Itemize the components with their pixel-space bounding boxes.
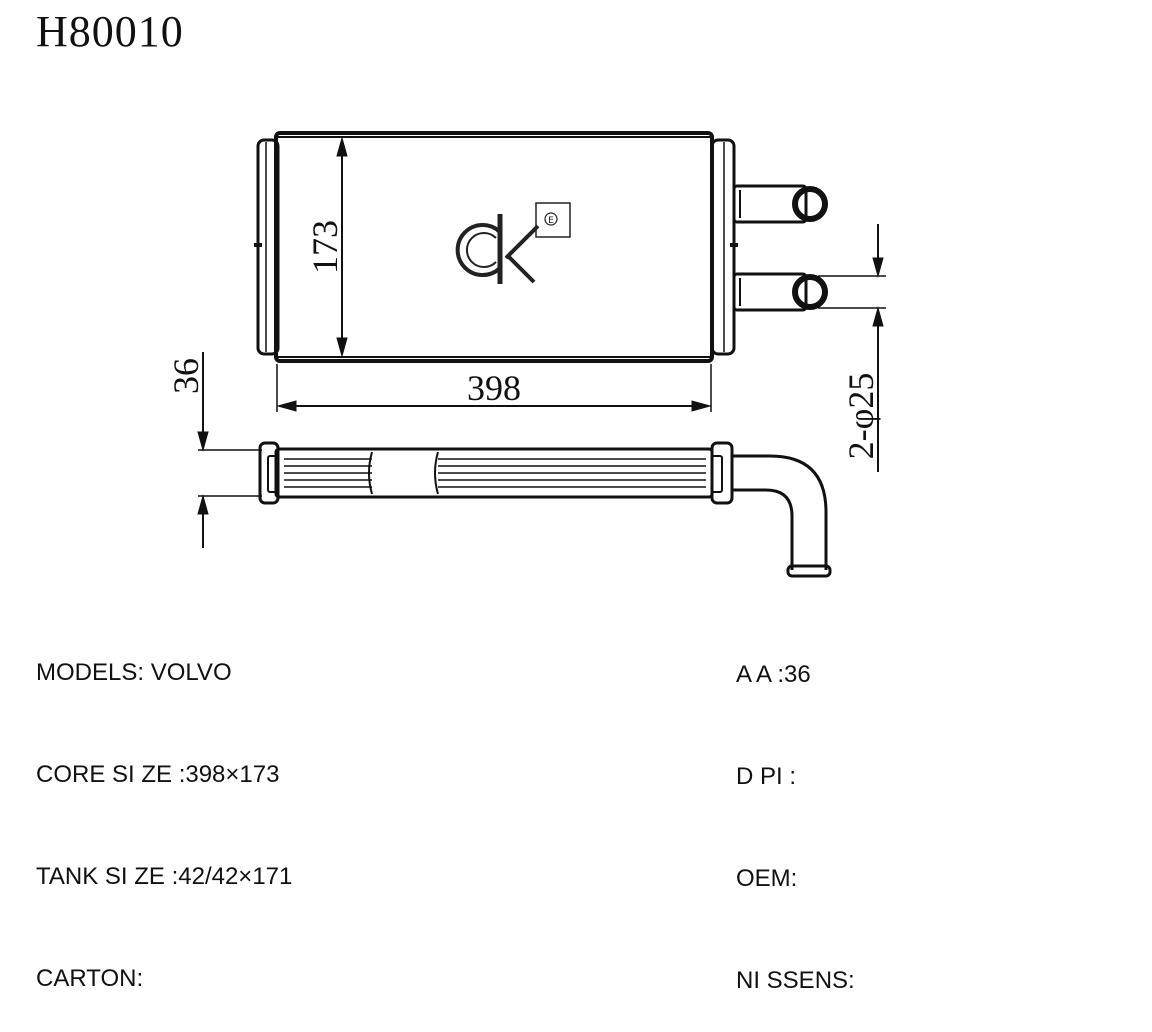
spec-nissens: NI SSENS: [736, 967, 855, 994]
spec-models: MODELS: VOLVO [36, 659, 232, 686]
heater-core-front-view [254, 131, 828, 363]
height-dimension: 173 [305, 136, 348, 358]
spec-list-left: MODELS: VOLVO CORE SI ZE :398×173 TANK S… [36, 588, 292, 1030]
part-number-title: H80010 [36, 7, 184, 56]
spec-list-right: A A :36 D PI : OEM: NI SSENS: [736, 590, 855, 1032]
logo-mark: E [548, 216, 554, 226]
spec-tank-size: TANK SI ZE :42/42×171 [36, 863, 293, 890]
pipe-dimension: 2-φ25 [818, 224, 886, 472]
spec-carton: CARTON: [36, 965, 144, 992]
width-dimension: 398 [276, 364, 712, 412]
technical-drawing: E 173 398 2-φ25 [166, 131, 886, 578]
heater-core-side-view [258, 441, 832, 578]
spec-core-size: CORE SI ZE :398×173 [36, 761, 280, 788]
thickness-label: 36 [166, 358, 206, 394]
spec-dpi: D PI : [736, 763, 797, 790]
pipe-label: 2-φ25 [841, 373, 881, 460]
spec-aa: A A :36 [736, 661, 811, 688]
height-label: 173 [305, 220, 345, 274]
thickness-dimension: 36 [166, 352, 262, 548]
ck-logo: E [455, 202, 571, 284]
width-label: 398 [467, 368, 521, 408]
spec-oem: OEM: [736, 865, 798, 892]
